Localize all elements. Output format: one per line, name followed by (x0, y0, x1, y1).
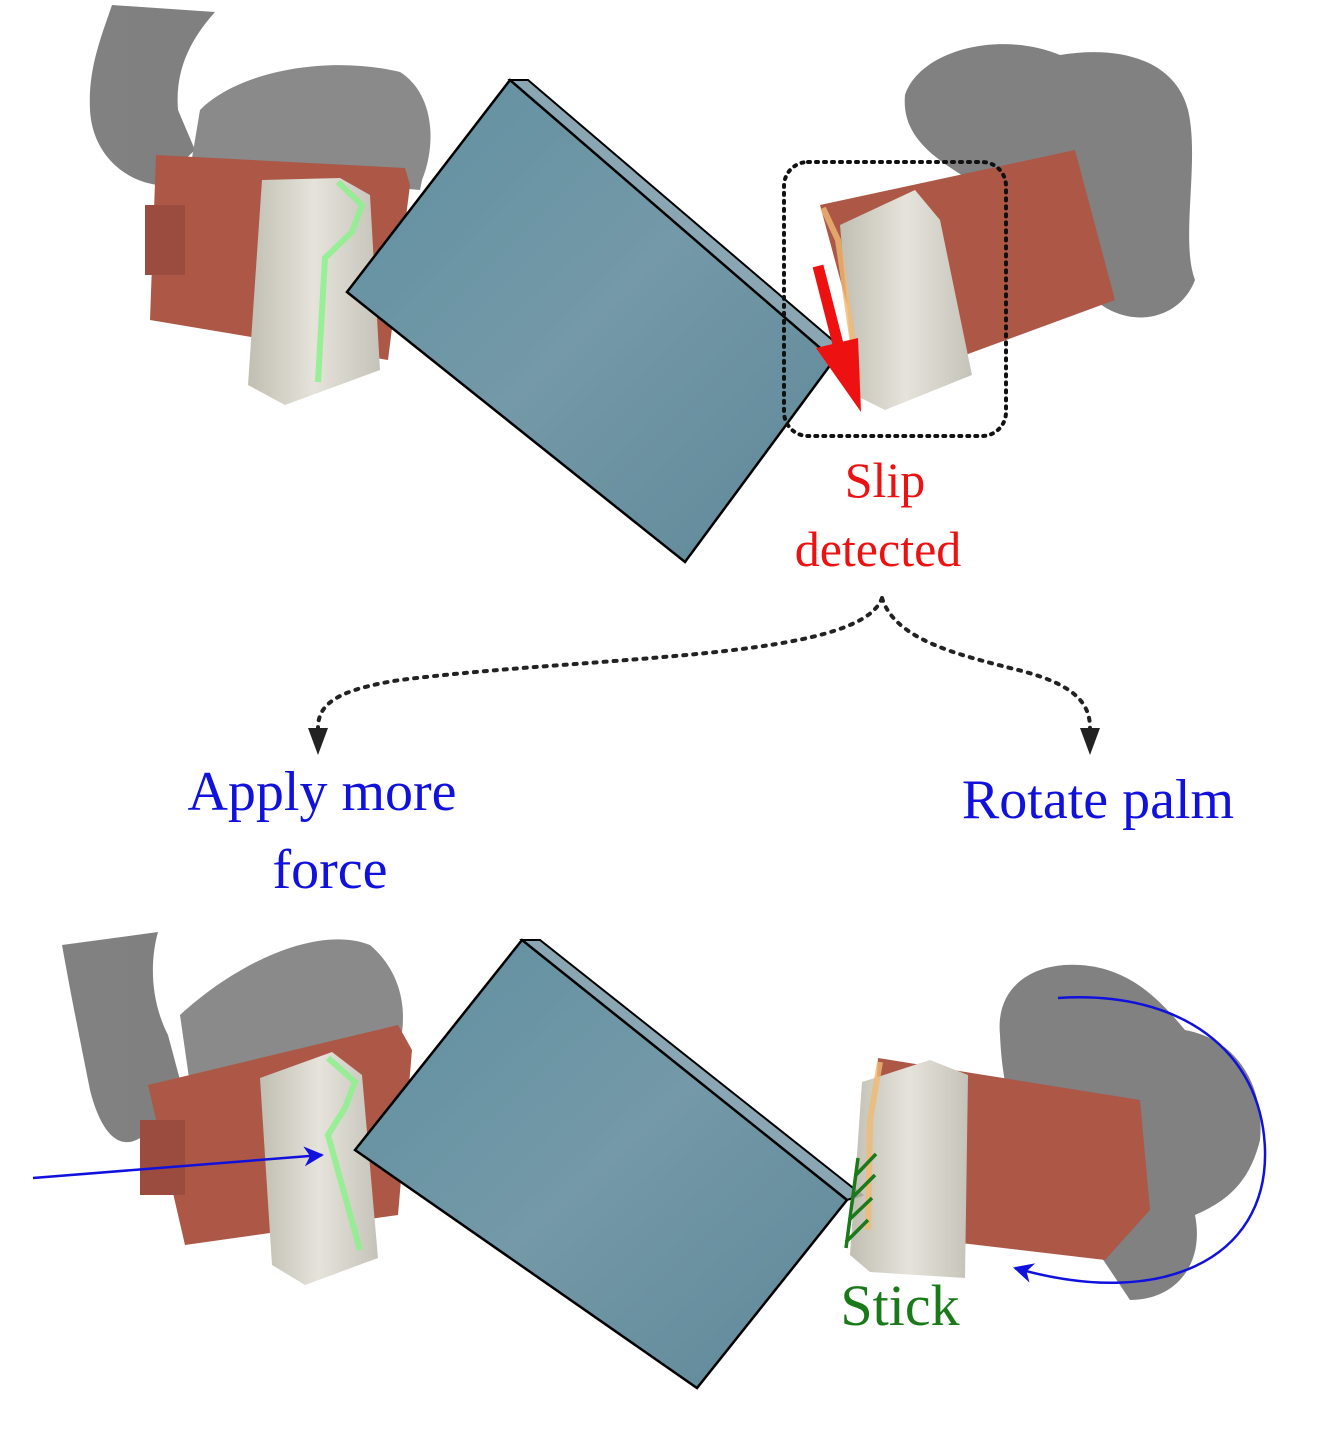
slip-region-box (782, 160, 1008, 438)
box-front-face (353, 938, 849, 1390)
branch-arrows (308, 596, 1100, 755)
finger-mount-ridge (140, 1120, 185, 1195)
tactile-sensor (840, 190, 972, 410)
sensor-glow-edge (820, 206, 861, 379)
top-left-gripper (89, 5, 431, 405)
slip-arrow (812, 264, 861, 412)
apply-force-label-line2: force (272, 839, 387, 901)
apply-force-label-line1: Apply more (187, 761, 456, 823)
branch-arrow-left-head (308, 728, 328, 755)
branch-arrow-right (880, 596, 1092, 730)
branch-arrow-right-head (1080, 728, 1100, 755)
finger-mount-ridge (145, 205, 185, 275)
slip-label-line1: Slip (845, 452, 926, 508)
robot-arm-link (89, 5, 215, 185)
top-right-gripper (820, 44, 1195, 410)
top-scene: Slip detected (89, 5, 1195, 577)
rotate-palm-arrow (1013, 996, 1267, 1284)
tactile-sensor (850, 1060, 968, 1278)
branch-arrow-left (316, 596, 884, 730)
stick-hatch (844, 1152, 878, 1249)
apply-force-arrow (32, 1146, 324, 1180)
bottom-left-gripper (62, 932, 412, 1285)
robot-wrist (190, 65, 431, 190)
slip-label-line2: detected (795, 521, 962, 577)
sensor-glow-edge (324, 1055, 363, 1251)
bottom-scene: Stick (32, 932, 1267, 1390)
bottom-box (353, 938, 865, 1390)
sensor-glow-edge (315, 179, 366, 383)
tactile-sensor (260, 1052, 378, 1285)
stick-label: Stick (840, 1273, 959, 1338)
rotate-palm-label: Rotate palm (962, 769, 1234, 831)
sensor-glow-edge (865, 1061, 883, 1231)
bottom-right-gripper (850, 964, 1261, 1300)
